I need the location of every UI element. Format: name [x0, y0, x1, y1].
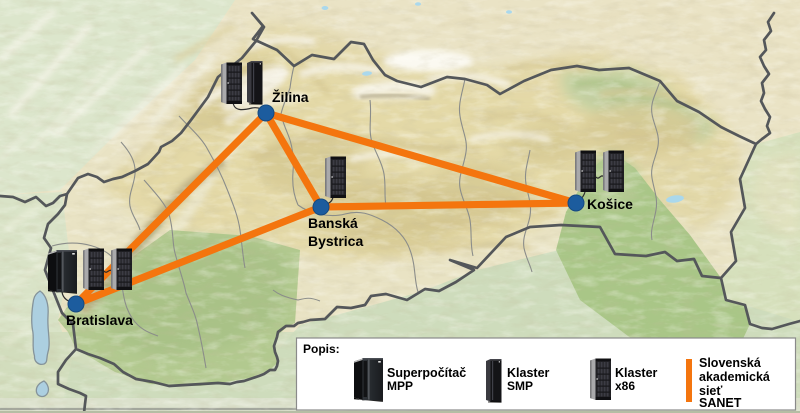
svg-text:SANET: SANET	[699, 396, 742, 410]
svg-text:Bratislava: Bratislava	[66, 312, 133, 328]
svg-text:MPP: MPP	[387, 379, 413, 393]
svg-text:Žilina: Žilina	[272, 88, 309, 105]
svg-text:sieť: sieť	[699, 384, 722, 398]
svg-text:Popis:: Popis:	[303, 342, 340, 356]
svg-text:Banská: Banská	[308, 215, 358, 231]
svg-text:akademická: akademická	[699, 370, 770, 384]
svg-text:Košice: Košice	[587, 196, 633, 212]
svg-text:Klaster: Klaster	[507, 366, 550, 380]
svg-text:Superpočítač: Superpočítač	[387, 366, 466, 380]
svg-text:Bystrica: Bystrica	[308, 233, 363, 249]
svg-text:Klaster: Klaster	[615, 366, 658, 380]
svg-text:x86: x86	[615, 379, 635, 393]
svg-text:Slovenská: Slovenská	[699, 356, 761, 370]
svg-text:SMP: SMP	[507, 379, 533, 393]
